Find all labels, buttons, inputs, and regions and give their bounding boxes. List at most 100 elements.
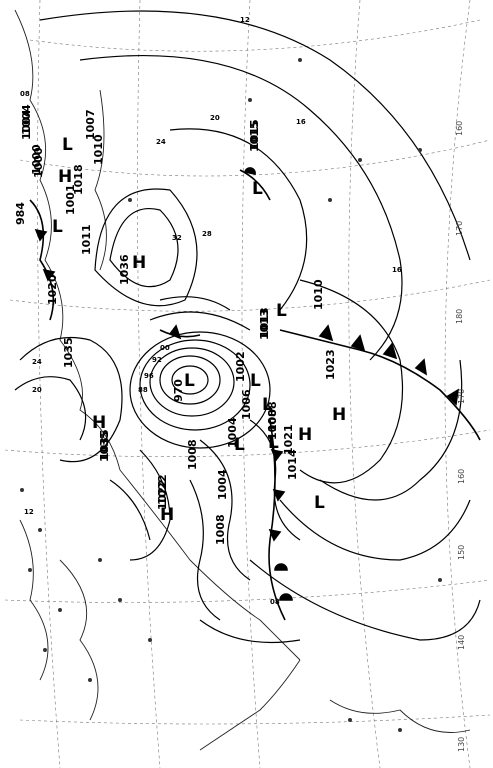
high-center-letter: H: [298, 425, 312, 445]
pressure-label: 1020: [46, 274, 59, 305]
high-center-letter: H: [58, 167, 72, 187]
graticule: [4, 0, 491, 768]
isobar-label: 96: [144, 372, 154, 380]
high-center: H 1021: [282, 424, 312, 455]
isobar-label: 00: [160, 344, 170, 352]
longitude-labels: 130 140 150 160 170 180 170 160: [455, 121, 466, 752]
low-center-letter: L: [250, 371, 261, 391]
isobar-label: 12: [240, 16, 250, 24]
pressure-label: 1010: [92, 134, 105, 165]
longitude-label: 130: [457, 737, 466, 752]
pressure-label: 1000: [32, 147, 45, 178]
low-center: L 1002: [234, 351, 261, 391]
isobar-label: 08: [20, 90, 30, 98]
pressure-label: 1008: [214, 514, 227, 545]
high-center-pressure: 1021: [282, 424, 295, 455]
low-center-pressure: 1015: [248, 119, 261, 150]
isobar-label: 20: [32, 386, 42, 394]
isobar-label: 08: [270, 598, 280, 606]
longitude-label: 170: [457, 389, 466, 404]
low-center: L 1004: [20, 104, 63, 237]
pressure-label: 1010: [312, 279, 325, 310]
low-center: L 1000: [30, 135, 73, 175]
high-center-pressure: 1036: [118, 254, 131, 285]
high-center: H 1035: [92, 413, 111, 460]
low-center-letter: L: [252, 179, 263, 199]
high-center-pressure: 1022: [156, 474, 169, 505]
high-center: H 1018: [58, 164, 85, 195]
isobar-label: 88: [138, 386, 148, 394]
pressure-label: 1022: [156, 479, 169, 510]
low-center: L 1004: [226, 417, 245, 455]
low-center-letter: L: [262, 395, 273, 415]
low-center: L 1006: [240, 389, 273, 420]
low-center-letter: L: [314, 493, 325, 513]
pressure-label: 1004: [216, 469, 229, 500]
pressure-label: 1035: [98, 431, 111, 462]
low-center: L 1014: [286, 449, 325, 513]
low-center-pressure: 1008: [266, 401, 279, 432]
low-center-pressure: 970: [172, 379, 185, 402]
isobar-label: 32: [172, 234, 182, 242]
isobar-label: 20: [210, 114, 220, 122]
isobar-label: 92: [152, 356, 162, 364]
pressure-label: 1011: [80, 224, 93, 255]
low-center-pressure: 1006: [240, 389, 253, 420]
isobar-label: 24: [156, 138, 166, 146]
low-center: L 1015: [248, 119, 263, 199]
low-center: L 1013: [258, 301, 287, 338]
isobars: [14, 10, 481, 644]
isobar-label: 28: [202, 230, 212, 238]
high-center: H: [332, 405, 346, 425]
low-center-pressure: 1014: [286, 449, 299, 480]
longitude-label: 160: [455, 121, 464, 136]
pressure-label: 1001: [64, 184, 77, 215]
longitude-label: 160: [457, 469, 466, 484]
low-center-pressure: 1000: [30, 144, 43, 175]
low-center-letter: L: [234, 435, 245, 455]
low-center-letter: L: [276, 301, 287, 321]
pressure-labels: 984 1004 1000 1007 1010 1001 1011 1020 1…: [14, 109, 337, 545]
high-center-letter: H: [92, 413, 106, 433]
low-pressure-centers: L 970 L 1002 L 1004 L 1006 L 1013 L 1014…: [20, 104, 325, 513]
high-center-letter: H: [132, 253, 146, 273]
station-plots: [20, 58, 442, 732]
high-center-letter: H: [332, 405, 346, 425]
high-center: H 1036: [118, 253, 146, 285]
low-center: L 970: [172, 371, 195, 402]
isobar-label: 24: [32, 358, 42, 366]
longitude-label: 180: [455, 309, 464, 324]
pressure-label: 1015: [248, 121, 261, 152]
low-center-letter: L: [184, 371, 195, 391]
pressure-label: 984: [14, 202, 27, 225]
low-center: L 1008: [266, 401, 279, 453]
high-center: H 1022: [156, 474, 174, 525]
high-pressure-centers: H 1036 H 1035 H 1022 H 1021 H H 1018: [58, 164, 346, 525]
pressure-label: 1004: [20, 109, 33, 140]
high-center-letter: H: [160, 505, 174, 525]
isobar-label: 16: [296, 118, 306, 126]
low-center-pressure: 1002: [234, 351, 247, 382]
longitude-label: 150: [457, 545, 466, 560]
isobar-label: 16: [392, 266, 402, 274]
longitude-label: 140: [457, 635, 466, 650]
low-center-letter: L: [62, 135, 73, 155]
low-center-letter: L: [268, 433, 279, 453]
pressure-label: 1008: [266, 409, 279, 440]
coastlines: [14, 9, 471, 751]
low-center-pressure: 1004: [226, 417, 239, 448]
isobar-label: 12: [24, 508, 34, 516]
isobar-labels: 12 16 20 24 28 32 08 20 24 16 12 08 96 9…: [20, 16, 402, 606]
high-center-pressure: 1035: [98, 429, 111, 460]
pressure-label: 1007: [84, 109, 97, 140]
pressure-label: 1035: [62, 337, 75, 368]
pressure-label: 1008: [186, 439, 199, 470]
longitude-label: 170: [455, 221, 464, 236]
low-center-pressure: 1013: [258, 307, 271, 338]
low-center-pressure: 1004: [20, 104, 33, 135]
pressure-label: 1013: [258, 309, 271, 340]
low-center-letter: L: [52, 217, 63, 237]
fronts: [29, 167, 481, 621]
high-center-pressure: 1018: [72, 164, 85, 195]
